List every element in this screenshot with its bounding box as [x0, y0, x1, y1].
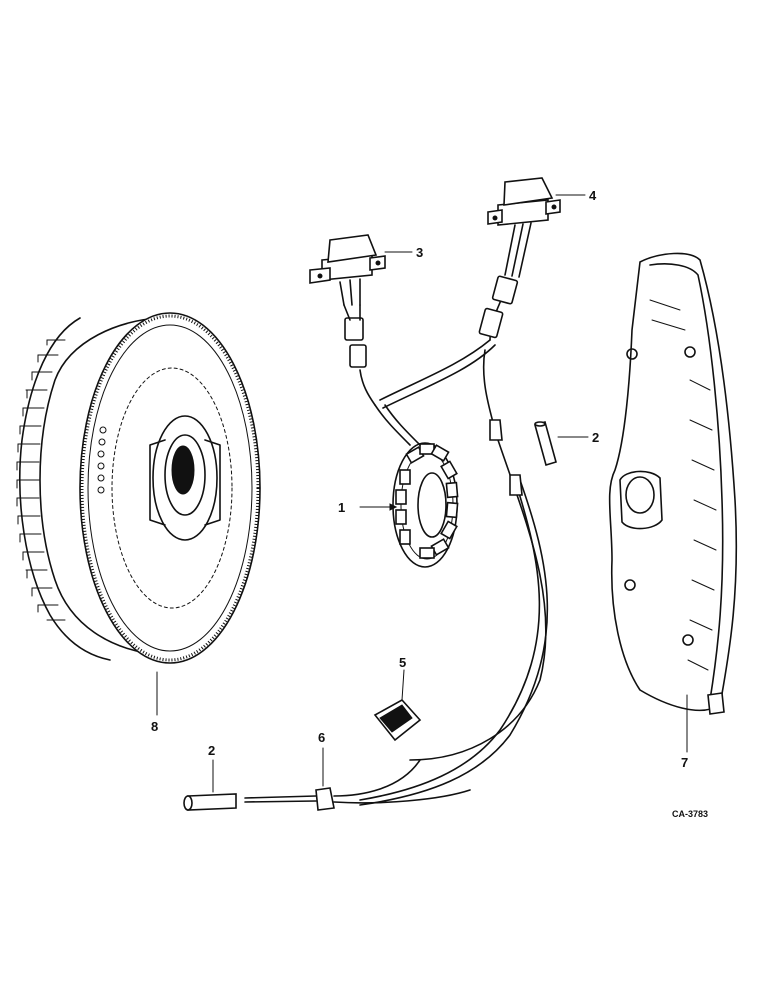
flywheel-part-8 — [16, 312, 261, 716]
stator-coils — [395, 443, 459, 559]
clip-part-5 — [373, 669, 422, 742]
flywheel-fins — [16, 317, 161, 661]
housing-part-7 — [608, 252, 738, 753]
wire-terminals — [489, 419, 523, 496]
callout-1: 1 — [338, 500, 345, 515]
callout-7: 7 — [681, 755, 688, 770]
flywheel-magnet-marks — [97, 426, 107, 494]
plug-part-6 — [244, 747, 471, 811]
callout-4: 4 — [589, 188, 597, 203]
sleeve-part-2-right — [534, 420, 589, 467]
rectifier-part-4 — [487, 177, 586, 278]
regulator-part-3 — [309, 234, 413, 306]
pin-part-2-left — [183, 759, 237, 811]
callout-3: 3 — [416, 245, 423, 260]
callout-8: 8 — [151, 719, 158, 734]
figure-id: CA-3783 — [672, 809, 708, 819]
callout-2-right: 2 — [592, 430, 599, 445]
callout-5: 5 — [399, 655, 406, 670]
stator-part-1 — [359, 442, 459, 568]
callout-2-left: 2 — [208, 743, 215, 758]
connector-plugs-upper — [343, 275, 519, 368]
callout-6: 6 — [318, 730, 325, 745]
wiring-harness — [359, 289, 549, 806]
